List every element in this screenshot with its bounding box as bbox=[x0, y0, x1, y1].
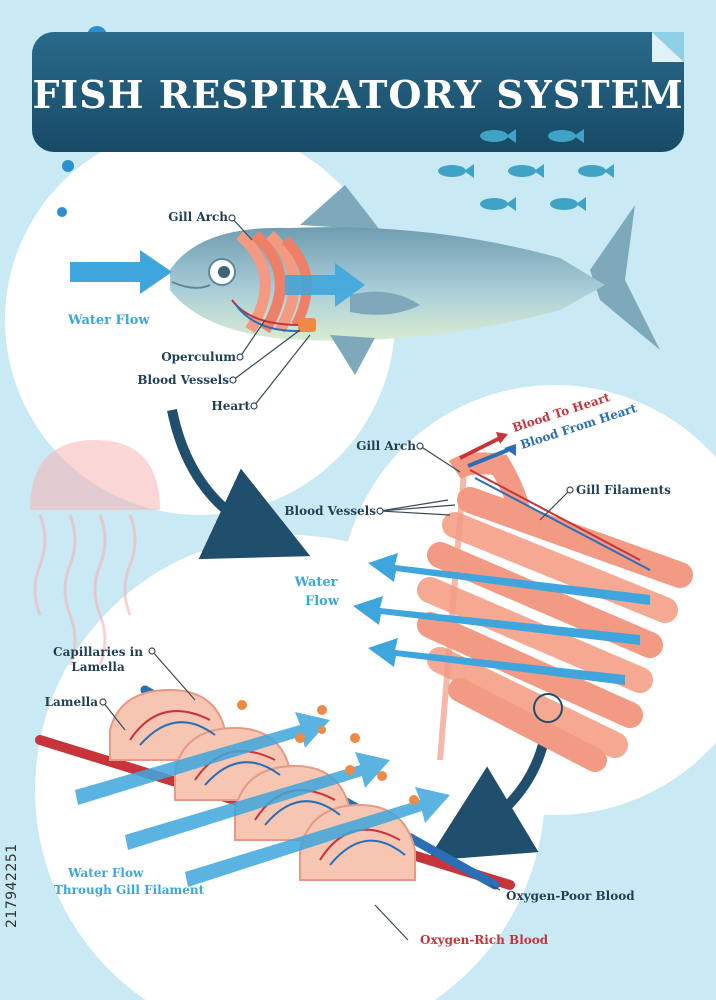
flow-curve-arrow-1 bbox=[167, 409, 311, 560]
label-blood-vessels-gill: Blood Vessels bbox=[284, 504, 376, 518]
label-water-flow-gill-2: Flow bbox=[305, 594, 340, 609]
label-heart: Heart bbox=[211, 399, 250, 413]
water-flow-arrow-through-gills bbox=[285, 263, 365, 307]
blood-to-heart-arrowhead bbox=[496, 432, 508, 444]
label-capillaries-2: Lamella bbox=[71, 660, 125, 674]
stock-id-watermark: 217942251 bbox=[2, 770, 24, 930]
page-title: FISH RESPIRATORY SYSTEM bbox=[32, 72, 683, 117]
label-operculum: Operculum bbox=[161, 350, 236, 364]
label-oxygen-rich-blood: Oxygen-Rich Blood bbox=[420, 933, 549, 947]
label-water-flow-filament-1: Water Flow bbox=[67, 866, 144, 880]
label-gill-arch-gill: Gill Arch bbox=[356, 439, 416, 453]
fish-illustration bbox=[170, 185, 660, 375]
fish-circle bbox=[5, 125, 395, 515]
jellyfish-decoration bbox=[30, 440, 160, 666]
label-blood-vessels-fish: Blood Vessels bbox=[137, 373, 229, 387]
blood-from-heart-arrow bbox=[467, 448, 509, 468]
gill-filaments-illustration bbox=[417, 452, 693, 772]
label-gill-filaments: Gill Filaments bbox=[576, 483, 671, 497]
label-water-flow-fish: Water Flow bbox=[67, 313, 150, 328]
label-lamella: Lamella bbox=[45, 695, 99, 709]
label-gill-arch-fish: Gill Arch bbox=[168, 210, 228, 224]
leader-lines bbox=[99, 214, 574, 941]
water-flow-arrow bbox=[70, 250, 172, 294]
label-water-flow-gill-1: Water bbox=[293, 575, 337, 590]
title-banner bbox=[32, 32, 684, 152]
label-oxygen-poor-blood: Oxygen-Poor Blood bbox=[506, 889, 635, 903]
label-capillaries-1: Capillaries in bbox=[53, 645, 143, 659]
water-flow-arrows-gills bbox=[353, 553, 650, 685]
lamella-illustration bbox=[35, 685, 515, 890]
blood-from-heart-arrowhead bbox=[504, 444, 516, 456]
fish-school-decoration bbox=[438, 129, 614, 211]
stock-id-text: 217942251 bbox=[4, 843, 20, 928]
blood-to-heart-arrow bbox=[459, 436, 501, 460]
label-water-flow-filament-2: Through Gill Filament bbox=[54, 883, 205, 897]
